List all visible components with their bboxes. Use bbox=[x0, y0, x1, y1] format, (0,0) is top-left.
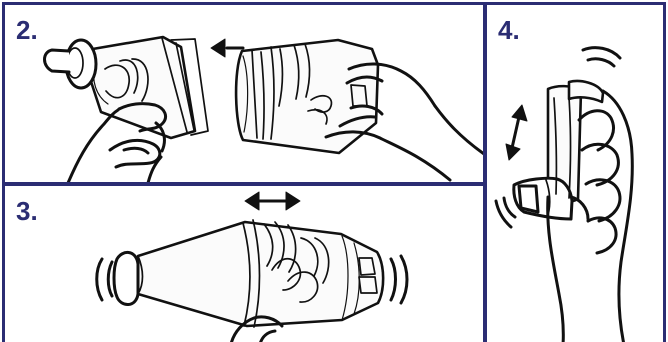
vertical-shake-arrow-icon bbox=[506, 105, 527, 160]
step-4-panel: 4. bbox=[485, 2, 666, 342]
step-2-illustration bbox=[5, 5, 485, 184]
inhaler bbox=[514, 81, 603, 219]
step-3-panel: 3. bbox=[2, 184, 485, 342]
step-4-illustration bbox=[487, 5, 666, 342]
step-2-panel: 2. bbox=[2, 2, 485, 184]
left-arrow-icon bbox=[211, 39, 243, 57]
horizontal-shake-arrow-icon bbox=[245, 192, 300, 210]
step-3-illustration bbox=[5, 186, 485, 342]
right-hand bbox=[326, 64, 484, 180]
left-spacer-half bbox=[45, 37, 209, 138]
assembled-spacer bbox=[114, 220, 383, 327]
right-spacer-half bbox=[236, 40, 378, 153]
